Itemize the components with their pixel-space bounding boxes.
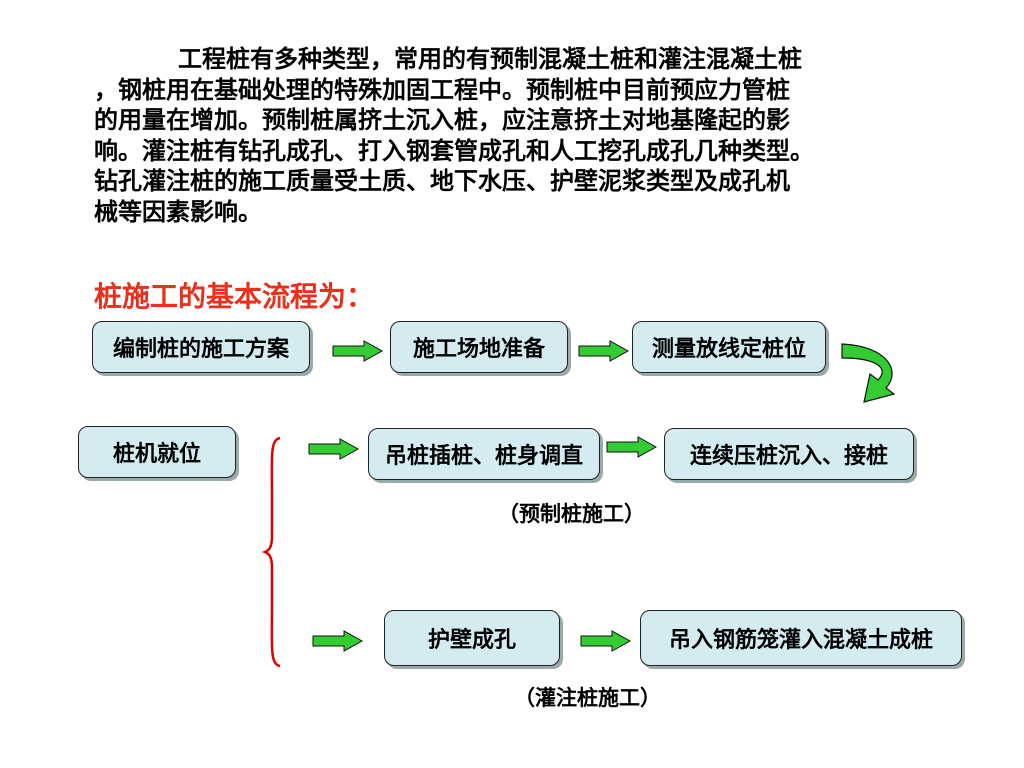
step-box-cage-concrete: 吊入钢筋笼灌入混凝土成桩 (640, 610, 962, 666)
right-arrow-icon (578, 340, 630, 362)
step-box-bore-hole: 护壁成孔 (384, 610, 560, 666)
flow-heading: 桩施工的基本流程为： (94, 280, 375, 313)
step-box-site-prep: 施工场地准备 (390, 321, 568, 373)
step-box-plan: 编制桩的施工方案 (92, 321, 310, 373)
right-arrow-icon (312, 630, 364, 652)
curved-arrow-icon (841, 343, 896, 403)
paragraph-line: 械等因素影响。 (94, 197, 262, 226)
paragraph-line: 响。灌注桩有钻孔成孔、打入钢套管成孔和人工挖孔成孔几种类型。 (94, 136, 814, 165)
step-box-lift-pile: 吊桩插桩、桩身调直 (368, 428, 600, 480)
paragraph-line: 工程桩有多种类型，常用的有预制混凝土桩和灌注混凝土桩 (178, 45, 802, 73)
right-arrow-icon (332, 340, 384, 362)
cast-caption: （灌注桩施工） (514, 686, 661, 710)
intro-paragraph: 工程桩有多种类型，常用的有预制混凝土桩和灌注混凝土桩 ，钢桩用在基础处理的特殊加… (94, 44, 934, 227)
right-arrow-icon (580, 630, 632, 652)
paragraph-line: 钻孔灌注桩的施工质量受土质、地下水压、护壁泥浆类型及成孔机 (94, 167, 790, 195)
step-box-press-pile: 连续压桩沉入、接桩 (664, 428, 914, 480)
step-box-rig-position: 桩机就位 (78, 426, 236, 478)
right-arrow-icon (606, 436, 658, 458)
step-box-survey: 测量放线定桩位 (632, 321, 826, 373)
paragraph-line: 的用量在增加。预制桩属挤土沉入桩，应注意挤土对地基隆起的影 (94, 106, 790, 134)
right-arrow-icon (308, 438, 360, 460)
precast-caption: （预制桩施工） (498, 502, 645, 526)
brace-icon (262, 436, 281, 668)
paragraph-line: ，钢桩用在基础处理的特殊加固工程中。预制桩中目前预应力管桩 (94, 75, 790, 104)
